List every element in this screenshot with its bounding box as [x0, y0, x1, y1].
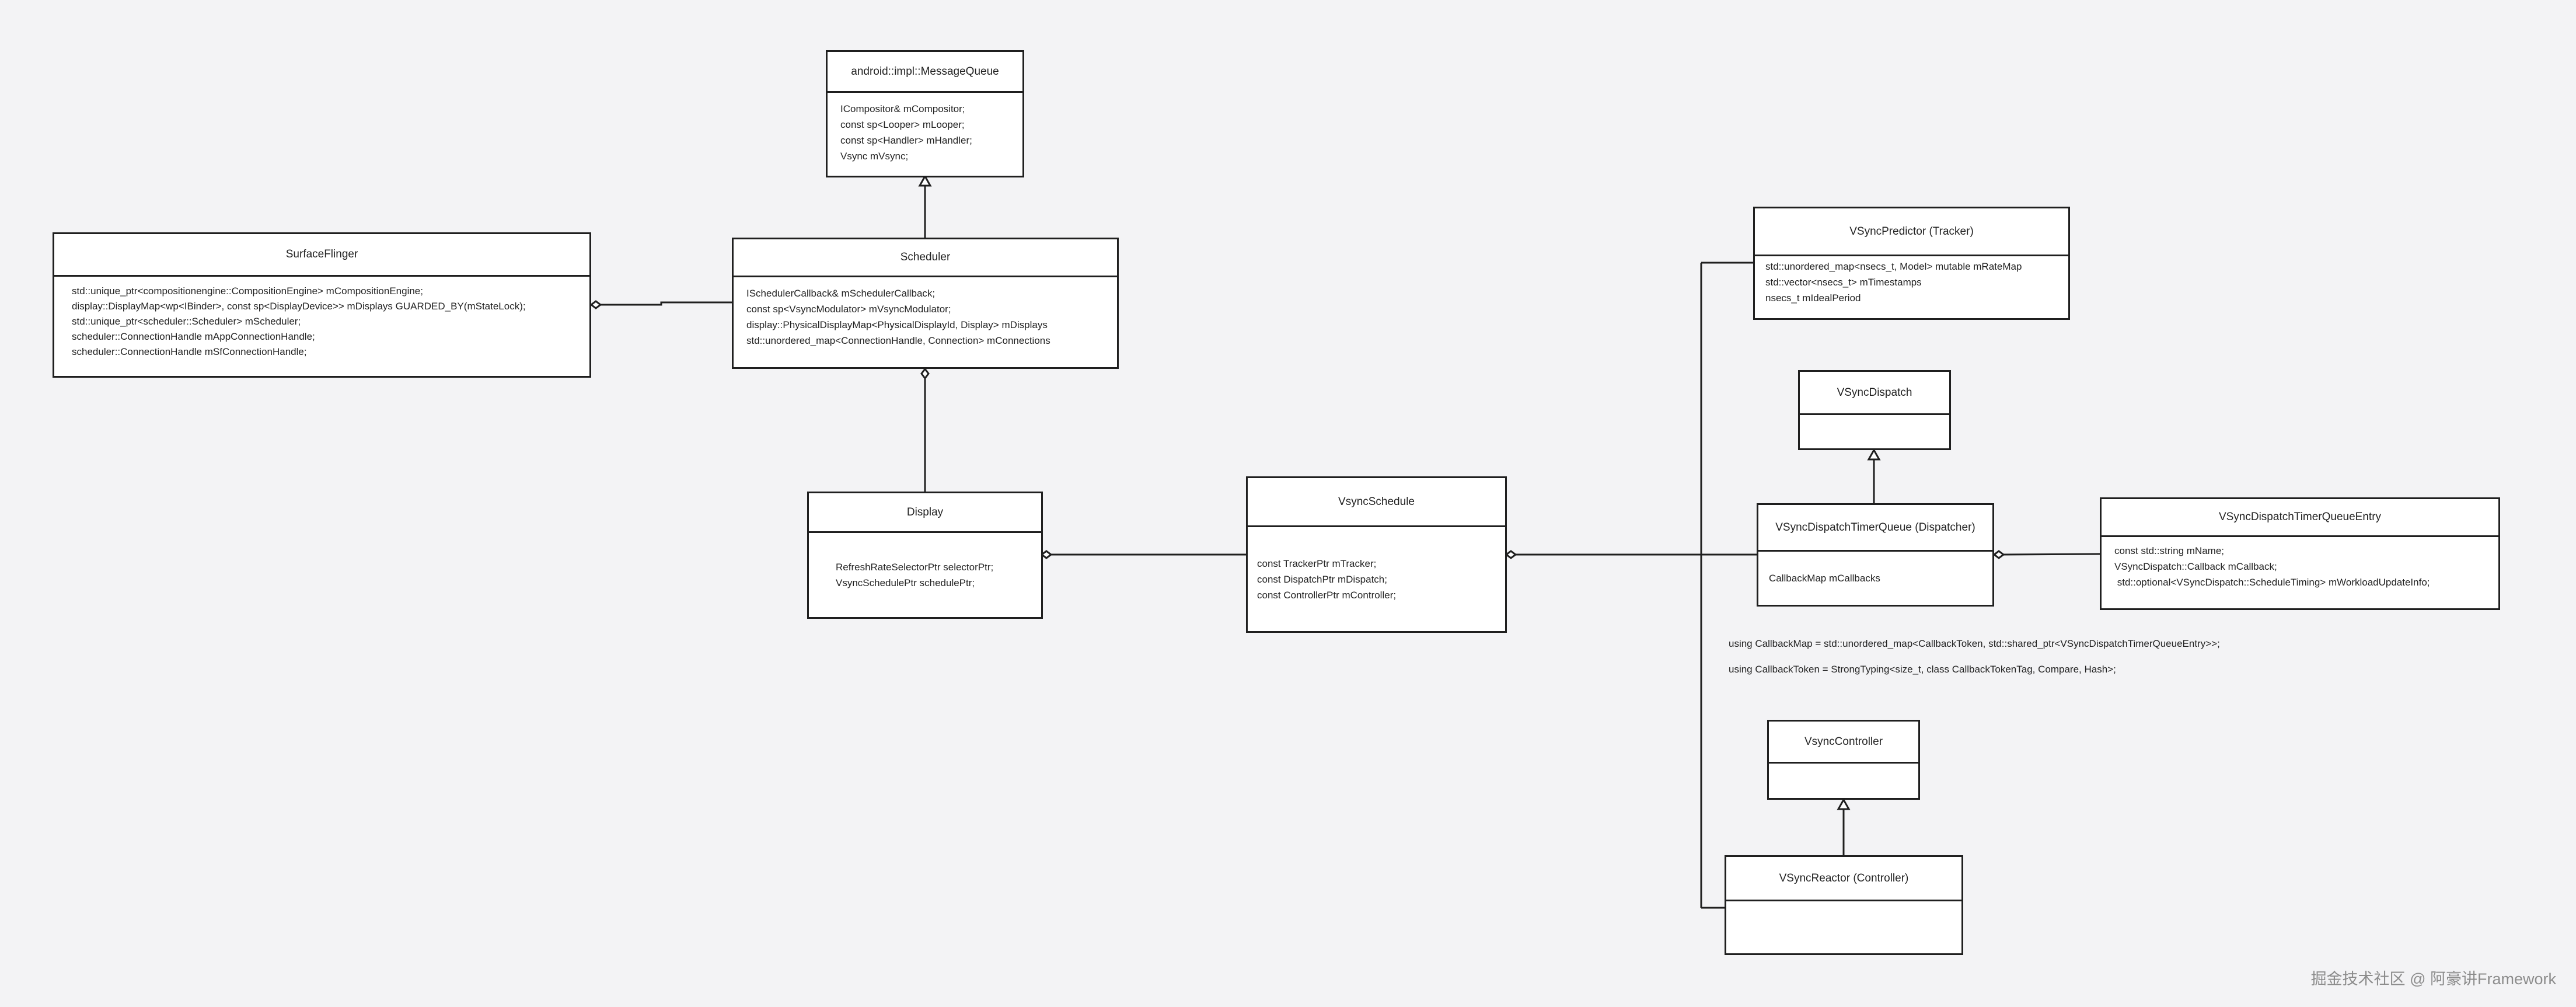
class-vsync-controller[interactable]: VsyncController	[1767, 720, 1920, 800]
field: const std::string mName;	[2114, 545, 2225, 556]
class-vsync-reactor-fields	[1726, 901, 1961, 918]
class-surface-flinger-fields: std::unique_ptr<compositionengine::Compo…	[54, 277, 589, 367]
field: display::DisplayMap<wp<IBinder>, const s…	[72, 301, 526, 312]
field: std::unique_ptr<scheduler::Scheduler> mS…	[72, 316, 301, 327]
aggregation-diamond-vsyncschedule	[1505, 550, 1517, 559]
class-vsync-dispatch-timer-queue-entry-fields: const std::string mName; VSyncDispatch::…	[2102, 537, 2498, 596]
aggregation-diamond-surfaceflinger	[589, 300, 602, 309]
field: const DispatchPtr mDispatch;	[1257, 573, 1387, 585]
class-surface-flinger-name: SurfaceFlinger	[54, 234, 589, 277]
class-vsync-reactor[interactable]: VSyncReactor (Controller)	[1725, 855, 1963, 955]
class-display-fields: RefreshRateSelectorPtr selectorPtr; Vsyn…	[809, 533, 1041, 617]
inheritance-arrow-controller	[1837, 797, 1851, 810]
field: RefreshRateSelectorPtr selectorPtr;	[836, 562, 994, 573]
aggregation-diamond-timerqueue	[1992, 550, 2005, 559]
field: std::unique_ptr<compositionengine::Compo…	[72, 285, 423, 297]
class-message-queue-fields: ICompositor& mCompositor; const sp<Loope…	[828, 93, 1022, 172]
class-vsync-dispatch[interactable]: VSyncDispatch	[1798, 370, 1951, 450]
class-vsync-dispatch-timer-queue-fields: CallbackMap mCallbacks	[1758, 552, 1992, 605]
class-vsync-dispatch-timer-queue-entry-name: VSyncDispatchTimerQueueEntry	[2102, 499, 2498, 537]
inheritance-arrow-dispatch	[1867, 448, 1881, 461]
class-display[interactable]: Display RefreshRateSelectorPtr selectorP…	[807, 492, 1043, 619]
field: scheduler::ConnectionHandle mAppConnecti…	[72, 331, 315, 342]
class-vsync-controller-name: VsyncController	[1769, 722, 1918, 764]
class-vsync-dispatch-fields	[1800, 415, 1949, 431]
class-message-queue-name: android::impl::MessageQueue	[828, 52, 1022, 93]
class-vsync-predictor-fields: std::unordered_map<nsecs_t, Model> mutab…	[1755, 256, 2068, 308]
class-surface-flinger[interactable]: SurfaceFlinger std::unique_ptr<compositi…	[53, 232, 591, 378]
field: std::unordered_map<ConnectionHandle, Con…	[746, 335, 1050, 346]
aggregation-diamond-display	[1040, 550, 1053, 559]
class-vsync-schedule-fields: const TrackerPtr mTracker; const Dispatc…	[1248, 527, 1505, 631]
class-scheduler[interactable]: Scheduler ISchedulerCallback& mScheduler…	[732, 238, 1119, 369]
class-vsync-predictor[interactable]: VSyncPredictor (Tracker) std::unordered_…	[1753, 207, 2070, 320]
field: display::PhysicalDisplayMap<PhysicalDisp…	[746, 319, 1048, 330]
class-display-name: Display	[809, 493, 1041, 533]
class-vsync-dispatch-name: VSyncDispatch	[1800, 372, 1949, 415]
field: const TrackerPtr mTracker;	[1257, 557, 1377, 569]
class-message-queue[interactable]: android::impl::MessageQueue ICompositor&…	[826, 50, 1024, 177]
class-vsync-reactor-name: VSyncReactor (Controller)	[1726, 857, 1961, 901]
watermark: 掘金技术社区 @ 阿豪讲Framework	[2310, 970, 2556, 988]
field: std::unordered_map<nsecs_t, Model> mutab…	[1765, 261, 2022, 272]
inheritance-arrow-messagequeue	[918, 174, 932, 187]
class-vsync-dispatch-timer-queue-entry[interactable]: VSyncDispatchTimerQueueEntry const std::…	[2100, 497, 2500, 610]
field: ICompositor& mCompositor;	[840, 103, 965, 114]
edge-surfaceflinger-scheduler	[601, 301, 732, 306]
class-vsync-controller-fields	[1769, 764, 1918, 780]
class-vsync-schedule-name: VsyncSchedule	[1248, 478, 1505, 527]
field: CallbackMap mCallbacks	[1769, 573, 1880, 584]
class-scheduler-fields: ISchedulerCallback& mSchedulerCallback; …	[734, 277, 1117, 357]
field: Vsync mVsync;	[840, 151, 909, 162]
field: const sp<VsyncModulator> mVsyncModulator…	[746, 304, 951, 315]
field: VSyncDispatch::Callback mCallback;	[2114, 561, 2277, 572]
class-vsync-dispatch-timer-queue-name: VSyncDispatchTimerQueue (Dispatcher)	[1758, 505, 1992, 552]
field: ISchedulerCallback& mSchedulerCallback;	[746, 288, 936, 299]
field: scheduler::ConnectionHandle mSfConnectio…	[72, 346, 307, 357]
class-vsync-dispatch-timer-queue[interactable]: VSyncDispatchTimerQueue (Dispatcher) Cal…	[1757, 503, 1994, 607]
aggregation-diamond-scheduler	[920, 367, 930, 380]
field: const sp<Handler> mHandler;	[840, 135, 972, 146]
note-callback-token: using CallbackToken = StrongTyping<size_…	[1729, 664, 2116, 675]
field: nsecs_t mIdealPeriod	[1765, 292, 1861, 304]
field: const sp<Looper> mLooper;	[840, 119, 965, 130]
field: const ControllerPtr mController;	[1257, 589, 1397, 601]
note-callback-map: using CallbackMap = std::unordered_map<C…	[1729, 638, 2220, 649]
edge-timerqueue-entry	[2003, 553, 2100, 556]
field: std::optional<VSyncDispatch::ScheduleTim…	[2114, 577, 2430, 588]
field: std::vector<nsecs_t> mTimestamps	[1765, 277, 1922, 288]
class-vsync-schedule[interactable]: VsyncSchedule const TrackerPtr mTracker;…	[1246, 476, 1507, 633]
class-scheduler-name: Scheduler	[734, 239, 1117, 277]
field: VsyncSchedulePtr schedulePtr;	[836, 577, 975, 588]
class-vsync-predictor-name: VSyncPredictor (Tracker)	[1755, 208, 2068, 256]
